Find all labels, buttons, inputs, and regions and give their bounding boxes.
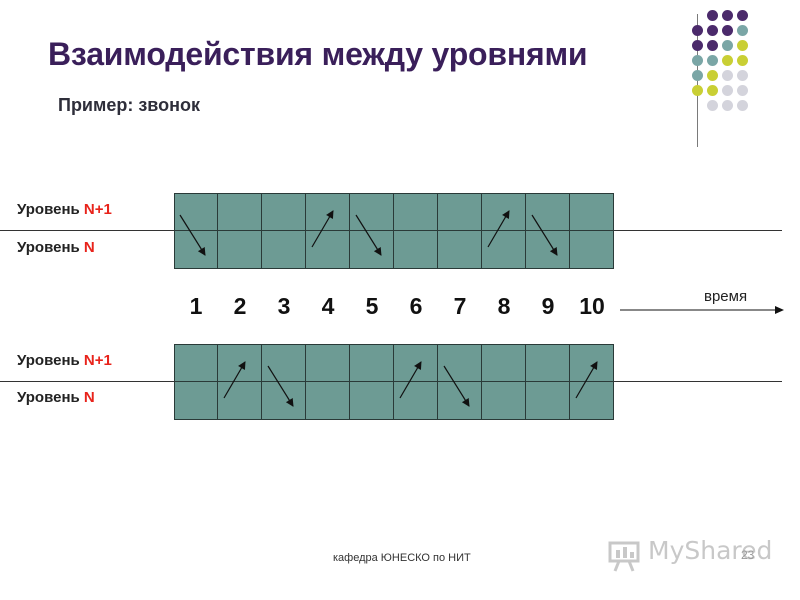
bottom-cell: [438, 344, 482, 382]
decor-dot: [722, 85, 733, 96]
decor-dot: [737, 25, 748, 36]
decor-dot: [722, 40, 733, 51]
time-tick-label: 5: [365, 293, 379, 319]
top-signal-arrow-up: [311, 210, 334, 248]
time-tick-label: 2: [233, 293, 247, 319]
bottom-cell: [526, 344, 570, 382]
decor-dot: [692, 25, 703, 36]
bottom-cell: [218, 382, 262, 420]
top-cell: [262, 193, 306, 231]
slide-footer: кафедра ЮНЕСКО по НИТ: [333, 552, 471, 564]
top-cell: [262, 231, 306, 269]
top-cell: [218, 193, 262, 231]
decor-dot: [722, 10, 733, 21]
bottom-cell: [174, 344, 218, 382]
decor-dot: [737, 70, 748, 81]
decor-dot: [737, 40, 748, 51]
time-tick-label: 3: [277, 293, 291, 319]
bottom-cell: [482, 344, 526, 382]
bottom-label-upper-accent: N+1: [83, 352, 112, 369]
decor-dot: [737, 10, 748, 21]
top-arrows: [179, 210, 558, 256]
time-ticks: 1 2 3 4 5 6 7 8 9 10: [174, 293, 614, 323]
decor-dot: [722, 25, 733, 36]
top-cell: [482, 193, 526, 231]
time-axis-label: время: [704, 288, 748, 305]
bottom-label-upper-text: Уровень: [17, 352, 84, 369]
bottom-cell: [482, 382, 526, 420]
top-label-upper-text: Уровень: [17, 201, 84, 218]
bottom-signal-arrow-up: [399, 361, 422, 399]
top-cell: [482, 231, 526, 269]
decor-dot: [722, 55, 733, 66]
decor-dot: [737, 85, 748, 96]
top-cell: [570, 193, 614, 231]
time-tick-label: 10: [579, 293, 605, 319]
decor-dot: [707, 85, 718, 96]
decor-dot: [707, 100, 718, 111]
bottom-cell: [350, 344, 394, 382]
bottom-signal-arrow-down: [267, 365, 294, 407]
bottom-label-lower-text: Уровень: [17, 389, 84, 406]
top-cell: [438, 193, 482, 231]
time-tick-label: 6: [409, 293, 423, 319]
slide-title: Взаимодействия между уровнями: [48, 36, 588, 72]
bottom-cell: [350, 382, 394, 420]
top-timeline-grid: [174, 193, 614, 269]
time-tick-label: 1: [189, 293, 203, 319]
presentation-board-icon: [608, 541, 640, 572]
top-signal-arrow-down: [179, 214, 206, 256]
bottom-cell: [262, 382, 306, 420]
time-tick-label: 4: [321, 293, 335, 319]
top-label-lower-text: Уровень: [17, 239, 84, 256]
top-signal-arrow-down: [355, 214, 382, 256]
top-cell: [526, 193, 570, 231]
top-cell: [174, 193, 218, 231]
bottom-label-lower-accent: N: [83, 389, 95, 406]
bottom-cell: [262, 344, 306, 382]
decor-dot: [692, 40, 703, 51]
top-cell: [350, 193, 394, 231]
decor-dot: [737, 55, 748, 66]
top-signal-arrow-up: [487, 210, 510, 248]
page-number: 23: [741, 548, 755, 562]
decor-dot: [707, 70, 718, 81]
top-cell: [394, 193, 438, 231]
decor-dot: [692, 55, 703, 66]
decor-dot: [707, 10, 718, 21]
slide-subtitle: Пример: звонок: [58, 95, 200, 115]
time-tick-label: 9: [541, 293, 555, 319]
top-label-upper-accent: N+1: [83, 201, 112, 218]
top-label-lower: Уровень N: [17, 239, 95, 256]
bottom-cell: [306, 344, 350, 382]
time-tick-label: 8: [497, 293, 511, 319]
bottom-label-lower: Уровень N: [17, 389, 95, 406]
decor-dot-grid: [692, 10, 786, 130]
decor-dot: [737, 100, 748, 111]
decor-dot: [692, 85, 703, 96]
top-label-upper: Уровень N+1: [17, 201, 112, 218]
decor-dot: [707, 40, 718, 51]
decor-dot: [707, 55, 718, 66]
decor-dot: [722, 70, 733, 81]
bottom-timeline-grid: [174, 344, 614, 420]
decor-dot: [707, 25, 718, 36]
bottom-signal-arrow-up: [223, 361, 246, 399]
bottom-signal-arrow-up: [575, 361, 598, 399]
top-cell: [438, 231, 482, 269]
time-tick-label: 7: [453, 293, 467, 319]
bottom-signal-arrow-down: [443, 365, 470, 407]
decor-dot: [692, 70, 703, 81]
decor-dot: [722, 100, 733, 111]
top-signal-arrow-down: [531, 214, 558, 256]
bottom-arrows: [223, 361, 598, 407]
time-axis-arrow: [620, 306, 784, 314]
watermark-text: MyShared: [648, 536, 773, 565]
top-label-lower-accent: N: [83, 239, 95, 256]
bottom-label-upper: Уровень N+1: [17, 352, 112, 369]
